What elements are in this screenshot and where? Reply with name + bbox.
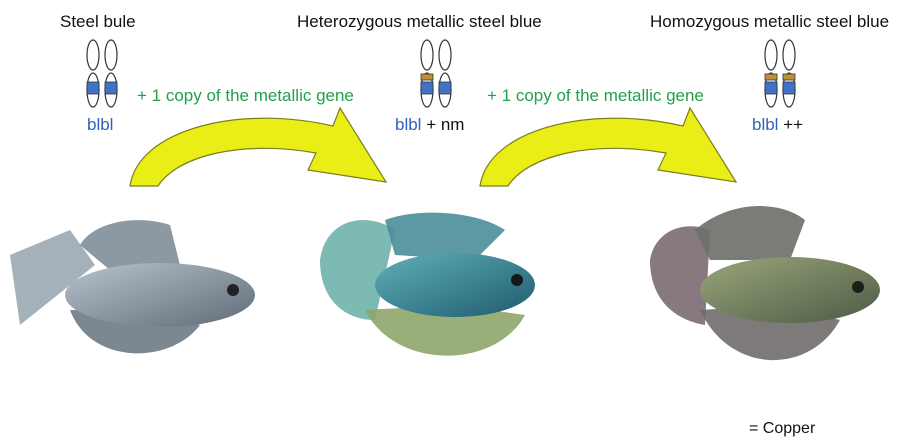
- fish-heterozygous-photo: [305, 210, 555, 370]
- stage-3-genotype-extra: ++: [783, 115, 803, 134]
- stage-1-genotype: blbl: [87, 115, 113, 135]
- stage-3-genotype: blbl ++: [752, 115, 803, 135]
- stage-2-genotype-extra: + nm: [426, 115, 464, 134]
- chromosome-pair-homozygous: [762, 38, 798, 110]
- fish-steel-blue-photo: [0, 215, 270, 365]
- curved-arrow-1: [118, 100, 408, 195]
- stage-1-genotype-base: blbl: [87, 115, 113, 134]
- chromosome-pair-steel-blue: [84, 38, 120, 110]
- stage-3-title: Homozygous metallic steel blue: [650, 12, 889, 32]
- legend-text: = Copper: [749, 420, 815, 437]
- stage-2-title: Heterozygous metallic steel blue: [297, 12, 542, 32]
- fish-homozygous-photo: [640, 205, 900, 375]
- chromosome-pair-heterozygous: [418, 38, 454, 110]
- curved-arrow-2: [468, 100, 758, 195]
- stage-1-title: Steel bule: [60, 12, 136, 32]
- legend-copper: = Copper: [749, 420, 815, 438]
